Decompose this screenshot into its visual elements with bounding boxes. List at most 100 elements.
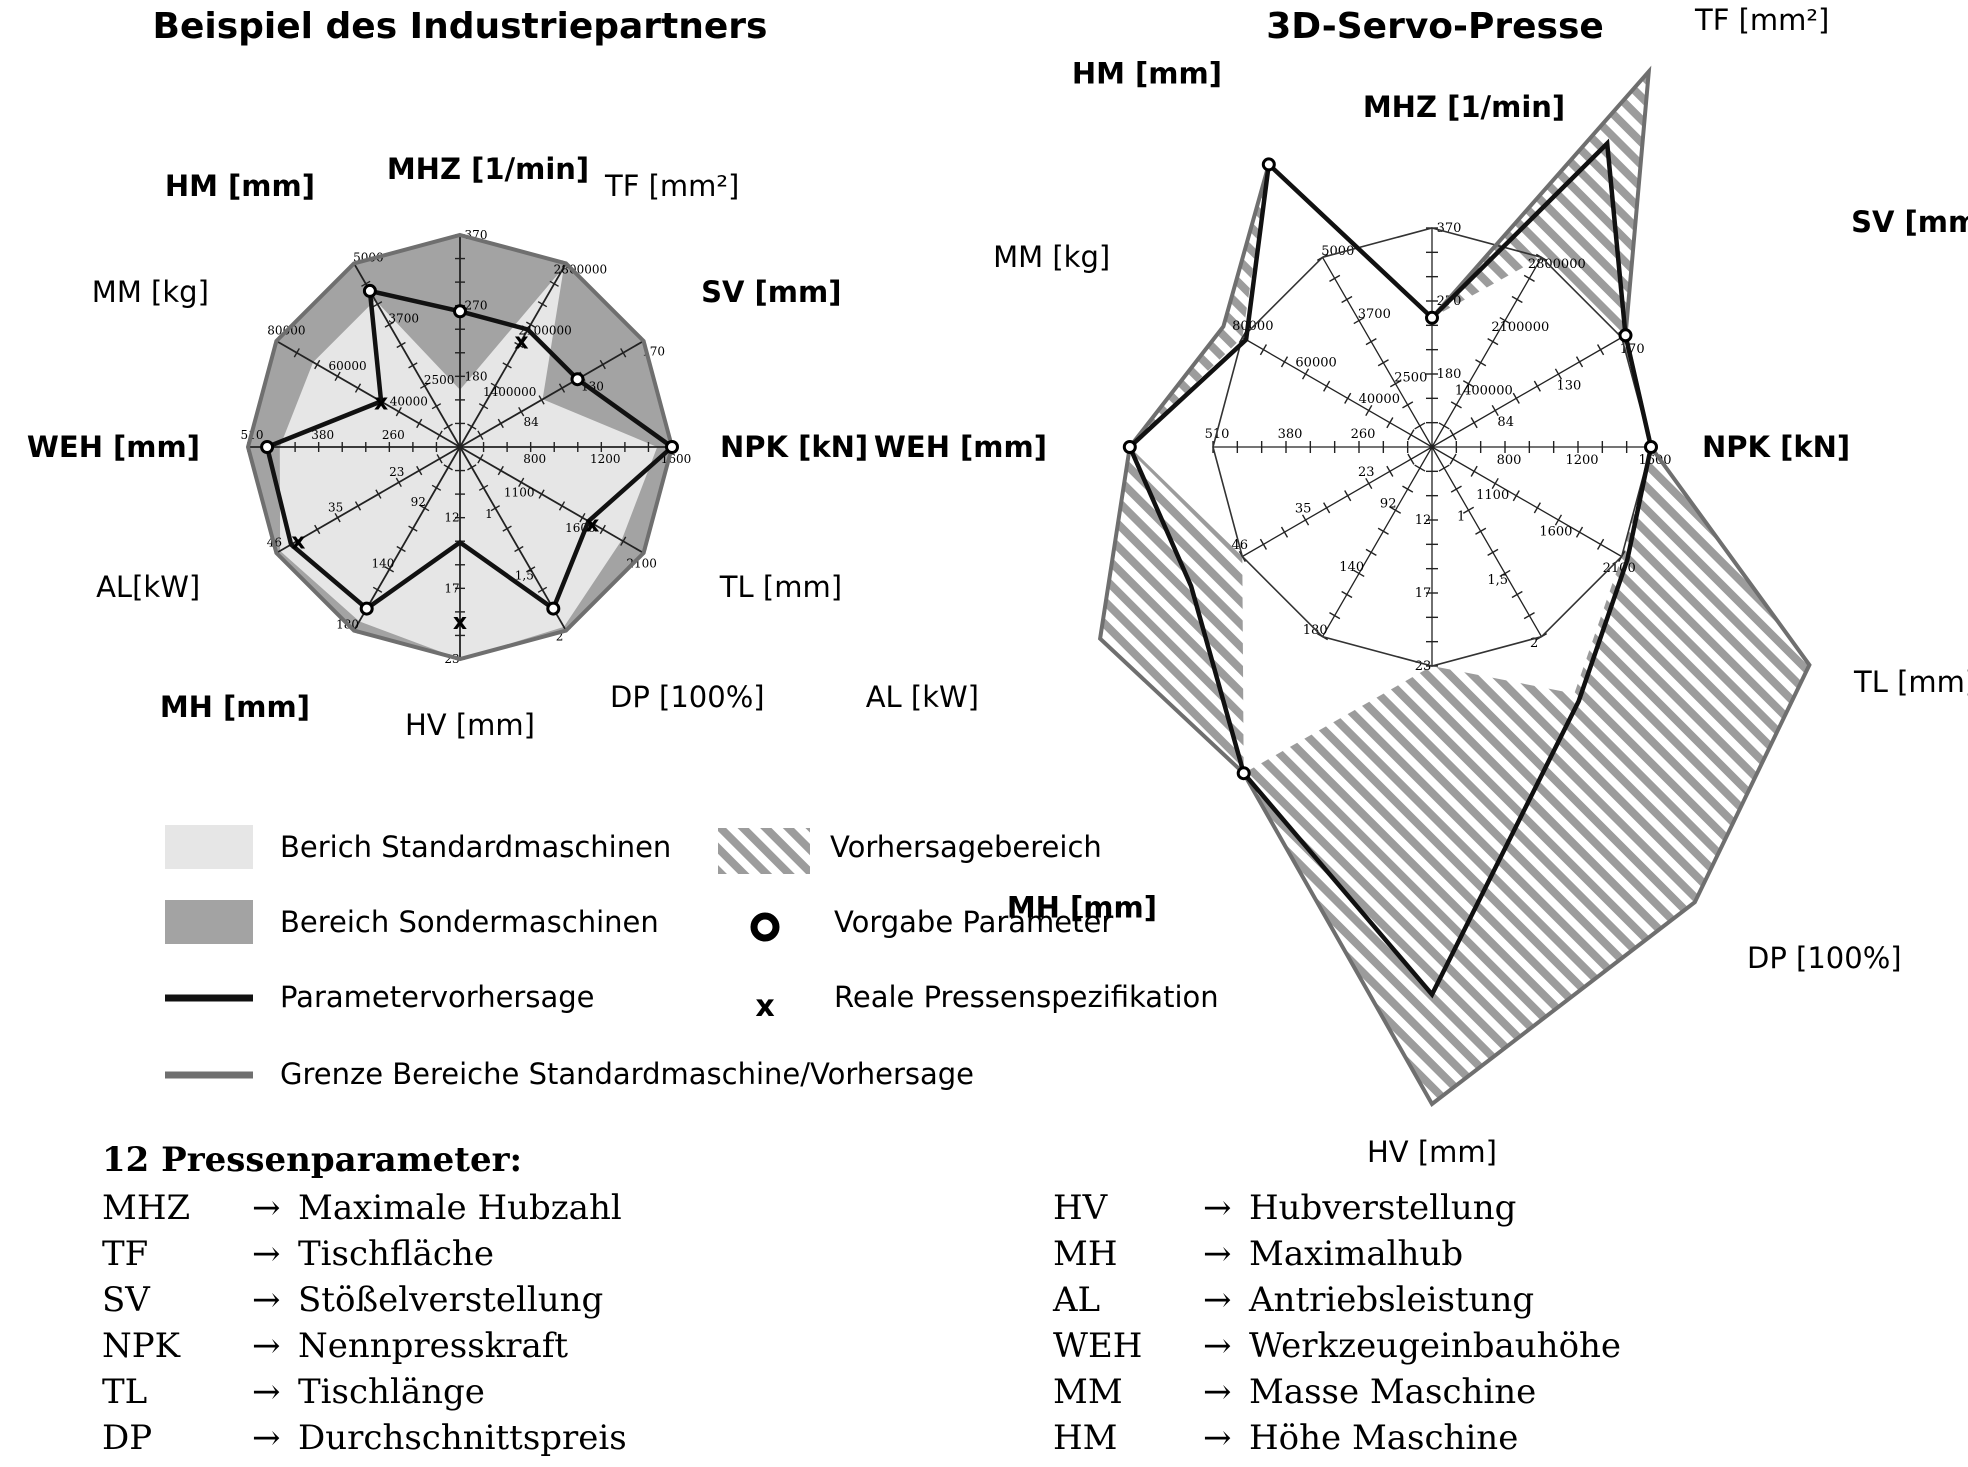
right-tick-mark bbox=[1386, 465, 1394, 477]
right-tick-label: 12 bbox=[1415, 513, 1432, 528]
right-tick-label: 180 bbox=[1437, 367, 1462, 382]
left-tick-mark bbox=[384, 321, 395, 328]
right-tick-mark bbox=[1407, 429, 1415, 441]
left-tick-mark bbox=[620, 348, 627, 358]
right-tick-mark bbox=[1259, 344, 1268, 356]
right-tick-label: 2100000 bbox=[1491, 320, 1549, 335]
right-tick-mark bbox=[1487, 338, 1499, 346]
legend-swatch-hatch bbox=[718, 828, 810, 874]
right-tick-mark bbox=[1365, 548, 1377, 556]
right-tick-label: 35 bbox=[1295, 502, 1312, 517]
left-vorgabe-marker bbox=[546, 601, 561, 616]
left-vorgabe-marker bbox=[570, 372, 585, 387]
left-axis-label-mm-kg: MM [kg] bbox=[92, 275, 209, 309]
left-tick-mark bbox=[497, 418, 504, 429]
left-tick-mark bbox=[518, 477, 525, 488]
left-tick-mark bbox=[502, 362, 512, 369]
right-tick-label: 800 bbox=[1497, 453, 1522, 468]
left-tick-mark bbox=[408, 525, 418, 532]
right-tick-label: 140 bbox=[1339, 560, 1364, 575]
left-tick-mark bbox=[537, 301, 548, 308]
right-tick-mark bbox=[1301, 514, 1310, 526]
right-axis-label-sv-mm: SV [mm] bbox=[1851, 205, 1968, 239]
left-tick-mark bbox=[514, 341, 524, 349]
right-axis-label-npk-kn: NPK [kN] bbox=[1702, 430, 1850, 464]
right-tick-mark bbox=[1280, 356, 1289, 368]
right-tick-mark bbox=[1470, 417, 1478, 429]
left-tick-mark bbox=[478, 403, 489, 410]
right-tick-mark bbox=[1386, 417, 1394, 429]
left-tick-mark bbox=[361, 280, 371, 287]
left-tick-mark bbox=[334, 371, 341, 382]
left-tick-mark bbox=[514, 545, 524, 553]
left-axis-tl-mm bbox=[459, 446, 645, 554]
left-tick-mark bbox=[537, 586, 548, 593]
left-tick-mark bbox=[490, 505, 501, 512]
left-tick-mark bbox=[558, 501, 566, 511]
left-tick-label: 23 bbox=[389, 465, 404, 479]
left-axis-label-mh-mm: MH [mm] bbox=[160, 690, 310, 724]
left-tick-label: 2 bbox=[556, 630, 564, 644]
left-tick-label: 92 bbox=[411, 495, 426, 509]
right-tick-mark bbox=[1450, 401, 1462, 409]
right-tick-mark bbox=[1491, 477, 1499, 490]
right-tick-mark bbox=[1414, 422, 1426, 430]
right-tick-mark bbox=[1329, 611, 1341, 620]
right-tick-label: 1400000 bbox=[1455, 383, 1513, 398]
left-axis-mh-mm bbox=[353, 446, 461, 632]
right-tick-mark bbox=[1596, 344, 1605, 356]
right-tick-mark bbox=[1353, 316, 1365, 325]
left-tick-mark bbox=[416, 465, 423, 476]
left-axis-label-npk-kn: NPK [kN] bbox=[720, 430, 868, 464]
right-axis-dp-100 bbox=[1431, 446, 1543, 637]
right-tick-mark bbox=[1487, 548, 1499, 556]
left-tick-mark bbox=[372, 301, 383, 308]
legend-label-vorgabe: Vorgabe Parameter bbox=[834, 905, 1113, 939]
left-tick-mark bbox=[314, 359, 321, 370]
left-tick-mark bbox=[467, 423, 477, 430]
left-tick-mark bbox=[599, 524, 606, 535]
right-tick-label: 2800000 bbox=[1528, 257, 1586, 272]
left-axis-label-tl-mm: TL [mm] bbox=[719, 570, 842, 604]
legend-swatch-sonder bbox=[165, 900, 253, 944]
right-tick-mark bbox=[1341, 590, 1353, 599]
left-axis-label-hm-mm: HM [mm] bbox=[165, 169, 315, 203]
right-tick-mark bbox=[1344, 490, 1352, 502]
right-tick-mark bbox=[1511, 590, 1523, 599]
right-tick-label: 370 bbox=[1437, 221, 1462, 236]
left-tick-label: 1400000 bbox=[483, 385, 536, 399]
right-axis-tf-mm bbox=[1431, 257, 1543, 448]
left-tick-mark bbox=[396, 341, 406, 349]
left-tick-mark bbox=[419, 382, 430, 389]
left-tick-mark bbox=[314, 524, 321, 535]
left-boundary-line bbox=[245, 232, 675, 662]
right-axis-label-tf-mm: TF [mm²] bbox=[1694, 3, 1829, 37]
legend-label-hatch: Vorhersagebereich bbox=[830, 830, 1102, 864]
right-tick-label: 40000 bbox=[1359, 392, 1400, 407]
left-tick-mark bbox=[431, 403, 442, 410]
left-vorgabe-marker bbox=[665, 440, 679, 454]
right-tick-label: 1,5 bbox=[1487, 573, 1508, 588]
right-tick-mark bbox=[1407, 453, 1415, 465]
left-tick-mark bbox=[525, 321, 536, 328]
right-axis-mm-kg bbox=[1242, 336, 1433, 448]
legend-label-standard: Berich Standardmaschinen bbox=[280, 830, 671, 864]
right-tick-label: 2 bbox=[1530, 636, 1538, 651]
left-tick-mark bbox=[419, 505, 430, 512]
right-vorgabe-marker bbox=[1425, 310, 1439, 325]
left-axis-label-hv-mm: HV [mm] bbox=[405, 708, 535, 742]
left-tick-mark bbox=[538, 489, 545, 499]
legend-label-sonder: Bereich Sondermaschinen bbox=[280, 905, 659, 939]
right-tick-mark bbox=[1323, 380, 1331, 392]
right-tick-mark bbox=[1438, 464, 1450, 472]
right-axis-sv-mm bbox=[1431, 336, 1622, 448]
right-tick-label: 84 bbox=[1497, 415, 1514, 430]
right-tick-label: 2100 bbox=[1603, 561, 1636, 576]
right-tick-mark bbox=[1365, 404, 1373, 417]
right-tick-mark bbox=[1438, 422, 1450, 430]
left-tick-mark bbox=[497, 465, 504, 476]
right-tick-mark bbox=[1449, 429, 1457, 441]
right-vorgabe-marker bbox=[1122, 440, 1137, 454]
left-real-marker: x bbox=[514, 330, 528, 355]
